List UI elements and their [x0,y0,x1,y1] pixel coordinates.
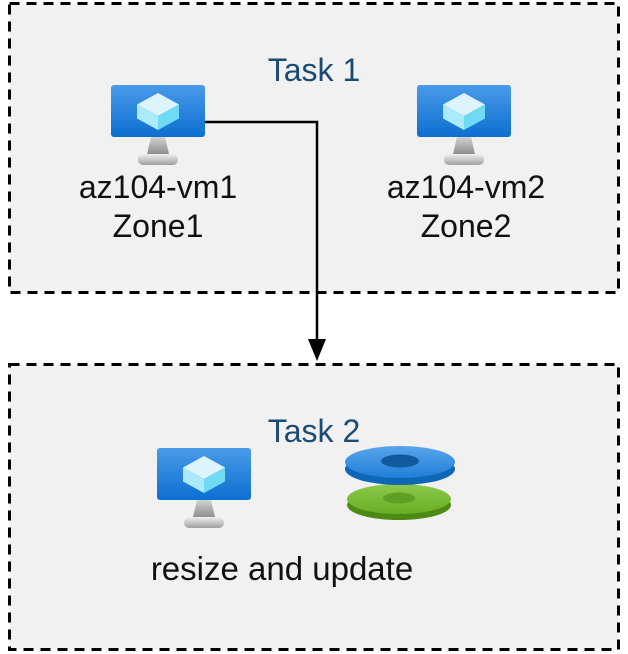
vm-name-label: az104-vm1 [78,169,238,205]
task2-box: Task 2 resize and update [8,363,620,651]
task2-border [8,363,620,651]
task1-border [8,2,620,294]
virtual-machine-icon [111,85,205,165]
vm-name-label: az104-vm2 [386,169,546,205]
managed-disks-icon [345,446,455,520]
virtual-machine-icon [157,448,251,528]
connector-arrow [205,120,326,361]
task2-title: Task 2 [267,412,361,449]
vm-zone-label: Zone2 [420,208,512,244]
virtual-machine-icon [417,85,511,165]
resize-caption: resize and update [150,550,414,587]
task1-box: Task 1 az104-vm1 Zone1 [8,2,620,294]
task1-title: Task 1 [267,51,361,88]
vm-zone-label: Zone1 [112,208,204,244]
